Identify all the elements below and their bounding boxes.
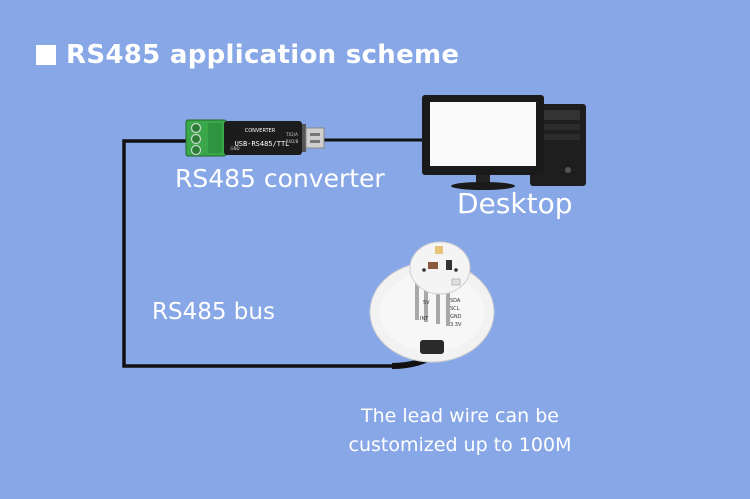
lead-wire-note-line1: The lead wire can be <box>361 405 559 427</box>
sensor-pin-scl: SCL <box>450 306 460 312</box>
bus-label: RS485 bus <box>152 299 275 325</box>
desktop-label: Desktop <box>457 187 573 220</box>
sensor-pin-int: INT <box>420 316 429 322</box>
converter-print-main: USB-RS485/TTL <box>235 140 290 148</box>
sensor-module-icon: 5V SDA SCL GND 3.3V INT <box>369 241 495 363</box>
converter-print-gnd: GND <box>230 146 239 151</box>
sensor-pin-5v: 5V <box>423 300 430 306</box>
rs485-converter-icon: USB-RS485/TTL CONVERTER TX2/A RXD/B GND <box>185 119 325 157</box>
rs485-bus-wire <box>122 139 392 368</box>
title-bullet-icon <box>36 45 56 65</box>
page-title: RS485 application scheme <box>36 38 459 72</box>
sensor-pin-gnd: GND <box>450 314 462 320</box>
sensor-pin-sda: SDA <box>450 298 461 304</box>
page-title-text: RS485 application scheme <box>66 40 460 70</box>
converter-print-sub: CONVERTER <box>245 128 276 134</box>
lead-wire-note-line2: customized up to 100M <box>348 434 572 456</box>
lead-wire-note: The lead wire can be customized up to 10… <box>320 402 600 460</box>
desktop-computer-icon <box>422 95 586 190</box>
converter-label: RS485 converter <box>175 164 385 193</box>
converter-print-small2: RXD/B <box>286 139 299 144</box>
converter-print-small1: TX2/A <box>285 132 298 137</box>
sensor-pin-33v: 3.3V <box>450 322 462 328</box>
